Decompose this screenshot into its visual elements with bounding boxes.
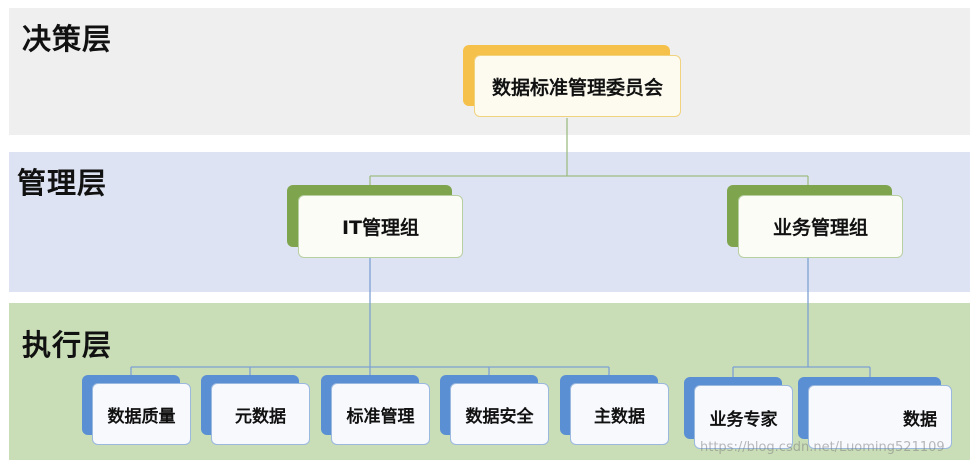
management-layer-title: 管理层 [17,166,108,200]
watermark-url: https://blog.csdn.net/Luoming521109 [700,440,945,455]
business-expert-label: 业务专家 [694,385,793,449]
standard-management-label: 标准管理 [331,383,430,445]
data-label: 数据 [808,385,952,449]
committee-label: 数据标准管理委员会 [474,55,681,117]
it-group-label: IT管理组 [298,195,463,258]
data-quality-label: 数据质量 [92,383,191,445]
business-group-label: 业务管理组 [738,195,903,258]
execution-layer-title: 执行层 [22,328,113,362]
metadata-label: 元数据 [211,383,310,445]
decision-layer-title: 决策层 [22,22,113,56]
data-security-label: 数据安全 [450,383,549,445]
master-data-label: 主数据 [570,383,669,445]
